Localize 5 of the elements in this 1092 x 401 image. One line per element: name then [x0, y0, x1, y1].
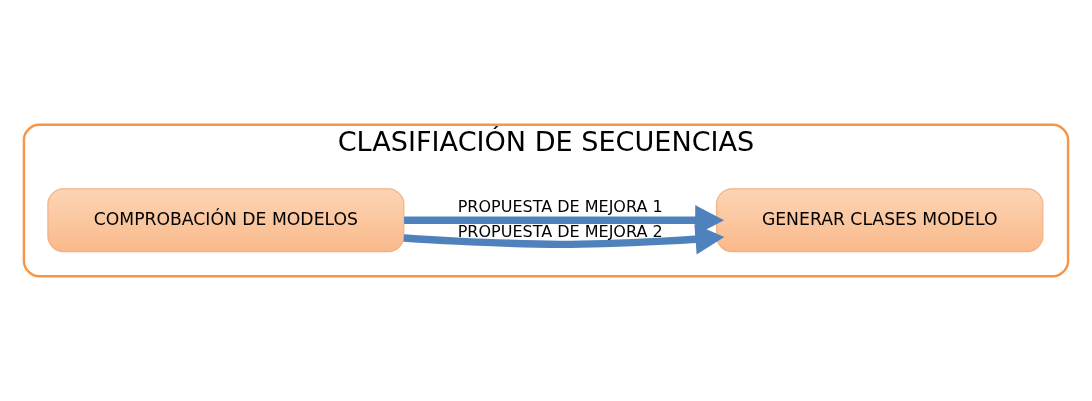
- arrow: [403, 224, 725, 255]
- edge-label: PROPUESTA DE MEJORA 2: [457, 221, 663, 241]
- node-box: GENERAR CLASES MODELO: [715, 188, 1044, 253]
- edge-label: PROPUESTA DE MEJORA 1: [457, 197, 663, 217]
- node-box: COMPROBACIÓN DE MODELOS: [47, 188, 405, 253]
